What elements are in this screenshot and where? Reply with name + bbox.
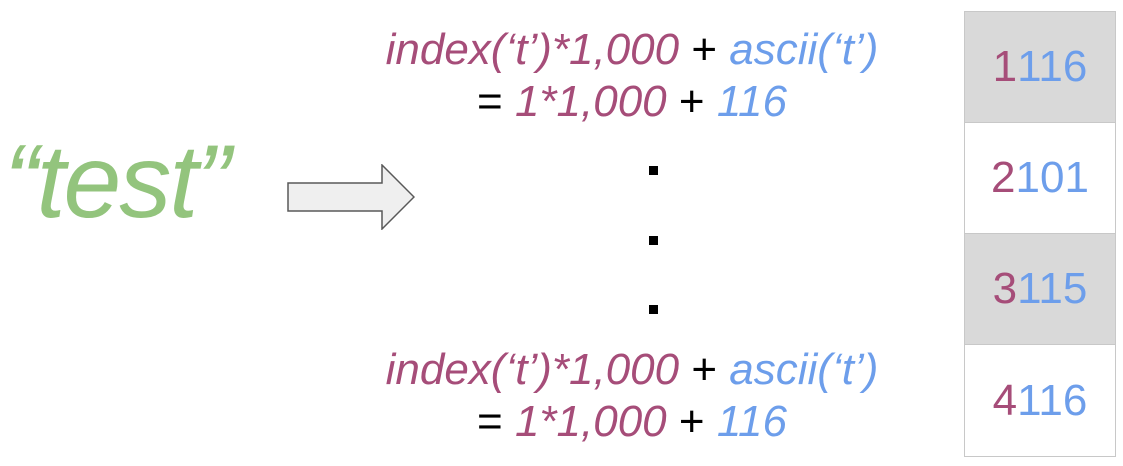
formula-top: index(‘t’)*1,000 + ascii(‘t’) = 1*1,000 … <box>322 24 942 128</box>
input-word: “test” <box>4 124 231 240</box>
ellipsis-dot <box>649 305 658 314</box>
plus-sign: + <box>691 25 718 74</box>
equals-sign: = <box>477 77 503 126</box>
ellipsis-dot <box>649 166 658 175</box>
plus-sign: + <box>691 345 718 394</box>
formula-bottom: index(‘t’)*1,000 + ascii(‘t’) = 1*1,000 … <box>322 344 942 448</box>
cell-ascii: 115 <box>1017 264 1088 313</box>
cell-index: 2 <box>991 153 1016 202</box>
index-expression: index(‘t’)*1,000 <box>385 25 680 74</box>
cell-index: 1 <box>992 42 1018 91</box>
ascii-expression: ascii(‘t’) <box>729 25 879 74</box>
ellipsis-dot <box>649 236 658 245</box>
equals-sign: = <box>477 397 503 446</box>
ascii-value: 116 <box>716 397 787 446</box>
cell-ascii: 116 <box>1017 375 1088 425</box>
cell-index: 4 <box>992 375 1018 425</box>
plus-sign: + <box>678 397 705 446</box>
cell-ascii: 101 <box>1015 153 1089 202</box>
ascii-expression: ascii(‘t’) <box>729 345 879 394</box>
cell-index: 3 <box>992 264 1018 313</box>
ascii-value: 116 <box>716 77 787 126</box>
cell-ascii: 116 <box>1017 42 1088 91</box>
index-expression: index(‘t’)*1,000 <box>385 345 680 394</box>
index-value: 1*1,000 <box>514 77 667 126</box>
plus-sign: + <box>678 77 705 126</box>
index-value: 1*1,000 <box>514 397 667 446</box>
right-arrow-icon <box>287 164 415 230</box>
